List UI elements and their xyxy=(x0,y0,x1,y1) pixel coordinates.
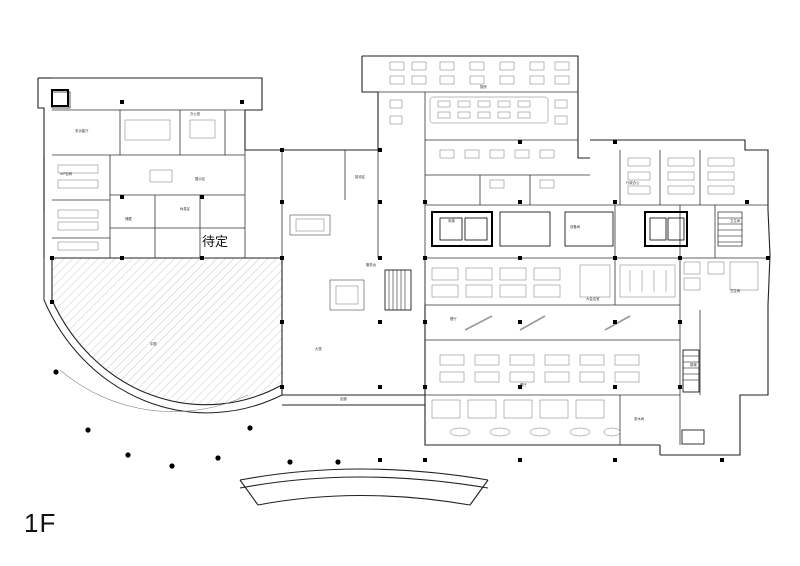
label-kitchen: 厨房 xyxy=(480,84,487,89)
area-labels: 中庭 大堂 多功能厅 办公室 接待区 展示区 休息区 走廊 餐厅 餐厅 厨房 V… xyxy=(60,84,741,421)
label-vip: VIP包间 xyxy=(60,171,73,176)
label-equip: 设备间 xyxy=(570,224,581,229)
label-hall: 大堂 xyxy=(315,346,322,351)
label-reception: 接待区 xyxy=(355,174,366,179)
label-meeting-hall: 多功能厅 xyxy=(75,128,89,133)
label-atrium: 中庭 xyxy=(150,341,157,346)
label-office: 办公室 xyxy=(190,111,201,116)
walkway-lines xyxy=(464,315,631,331)
tbd-label: 待定 xyxy=(202,235,229,250)
label-corridor: 走廊 xyxy=(340,396,347,401)
label-admin: 行政办公 xyxy=(626,180,640,185)
columns xyxy=(50,100,770,469)
label-lobby-area: 休息区 xyxy=(180,206,191,211)
floor-label: 1F xyxy=(24,508,57,538)
atrium-hatched-area xyxy=(43,257,283,414)
label-toilet-right: 卫生间 xyxy=(730,288,741,293)
label-lift: 电梯 xyxy=(448,218,455,223)
furniture xyxy=(57,61,759,437)
label-wc: 卫生间 xyxy=(730,218,741,223)
label-big-room: 大会议室 xyxy=(586,296,600,301)
label-storage: 储藏 xyxy=(125,216,132,221)
label-display: 展示区 xyxy=(195,176,206,181)
service-cores xyxy=(51,89,743,445)
label-service: 服务台 xyxy=(366,262,377,267)
label-tea: 茶水间 xyxy=(634,416,645,421)
label-dining-right: 餐厅 xyxy=(520,382,527,387)
label-stair: 楼梯 xyxy=(690,362,697,367)
label-dining-left: 餐厅 xyxy=(450,316,457,321)
interior-walls xyxy=(51,91,768,445)
